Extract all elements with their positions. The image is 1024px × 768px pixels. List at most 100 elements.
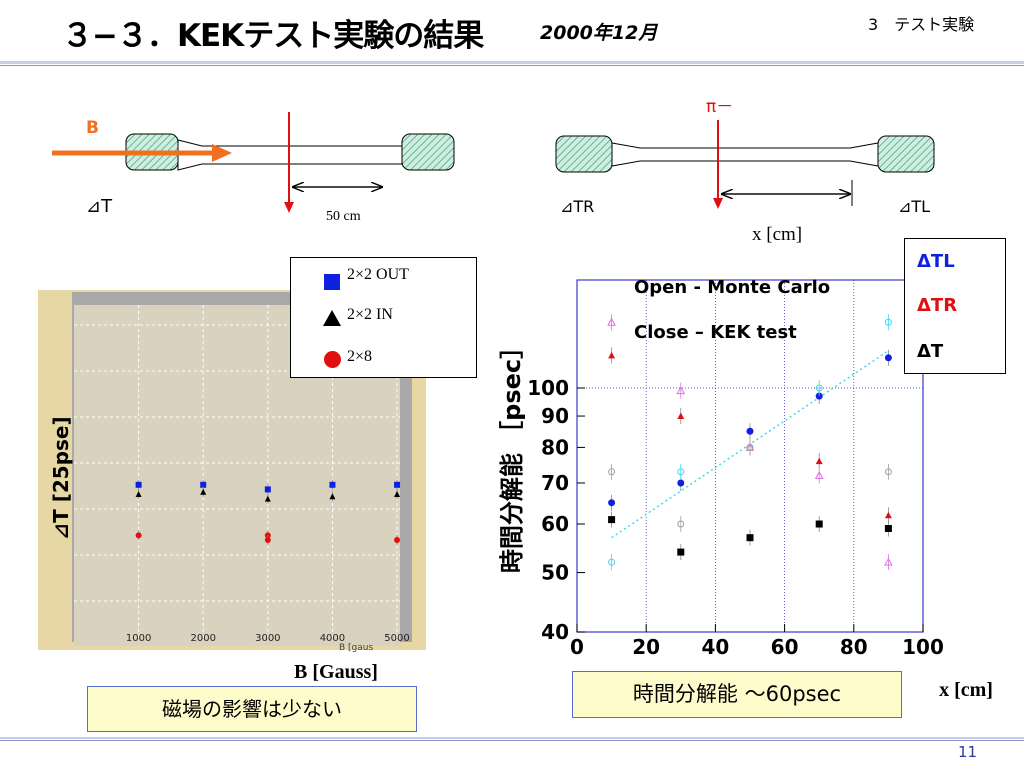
beam-label: B xyxy=(86,118,99,138)
right-chart-ticks: 0 20 40 60 80 100 40 50 60 70 80 90 100 xyxy=(527,376,944,659)
left-chart-point-in xyxy=(200,488,207,495)
right-chart-y-tick-label: 80 xyxy=(541,435,569,459)
left-chart-x-tick-label: 2000 xyxy=(190,633,215,644)
left-chart-point-out xyxy=(200,481,207,488)
header-rule xyxy=(0,61,1024,64)
left-chart-point-in xyxy=(394,491,401,497)
right-chart-point-tl xyxy=(815,392,823,400)
right-light-guide xyxy=(611,142,879,167)
right-chart-point-mc xyxy=(677,468,685,476)
left-chart-point-in xyxy=(264,495,271,502)
delta-l-label: ⊿TL xyxy=(898,197,930,216)
right-chart-point-mc xyxy=(746,443,754,451)
left-chart-point-out xyxy=(264,486,271,493)
left-delta-label: ⊿T xyxy=(86,196,113,217)
right-chart-point-tr xyxy=(677,412,685,420)
right-chart-point-mc xyxy=(677,520,685,528)
right-chart-point-t xyxy=(677,548,685,556)
left-chart-legend: 2×2 OUT 2×2 IN 2×8 xyxy=(290,257,477,378)
header-rule-accent xyxy=(0,65,1024,66)
legend-delta-tl: ΔTL xyxy=(917,251,955,272)
right-chart-point-mc-tr xyxy=(814,470,824,479)
footer-rule-accent xyxy=(0,740,1024,741)
legend-label-2x2-out: 2×2 OUT xyxy=(347,266,409,283)
left-chart-x-tick-label: 5000 xyxy=(384,633,409,644)
right-chart-y-tick-label: 50 xyxy=(541,561,569,585)
left-chart-x-tick-label: 3000 xyxy=(255,633,280,644)
right-chart-point-t xyxy=(746,534,754,542)
left-chart-x-unit: B [gaus xyxy=(339,643,373,653)
right-chart-point-t xyxy=(608,516,616,524)
right-chart-x-label: x [cm] xyxy=(939,679,993,701)
beam-arrow-head xyxy=(212,144,232,162)
legend-delta-tr: ΔTR xyxy=(917,295,958,316)
right-pmt-block xyxy=(401,133,455,171)
right-chart-trend-line xyxy=(611,350,889,539)
page-number: 11 xyxy=(958,743,978,761)
right-chart-x-tick-label: 100 xyxy=(902,635,944,659)
left-chart-x-label: B [Gauss] xyxy=(294,661,378,683)
right-chart-point-mc xyxy=(608,558,616,566)
summary-magnetic-effect: 磁場の影響は少ない xyxy=(87,686,417,732)
right-chart-y-tick-label: 60 xyxy=(541,512,569,536)
right-chart-y-tick-label: 100 xyxy=(527,376,569,400)
right-chart-x-tick-label: 60 xyxy=(771,635,799,659)
x-position-label: x [cm] xyxy=(752,224,802,245)
left-particle-arrowhead xyxy=(284,202,294,213)
right-chart-point-tr xyxy=(884,511,892,519)
legend-circle-marker xyxy=(324,351,341,368)
right-chart-y-tick-label: 70 xyxy=(541,471,569,495)
right-chart-legend: ΔTL ΔTR ΔT xyxy=(904,238,1006,374)
left-chart-points xyxy=(135,479,401,545)
right-chart-x-tick-label: 20 xyxy=(632,635,660,659)
slide-date: 2000年12月 xyxy=(540,22,658,44)
right-chart-x-tick-label: 40 xyxy=(701,635,729,659)
right-chart: 0 20 40 60 80 100 40 50 60 70 80 90 100 Open - Monte… xyxy=(498,277,993,701)
left-chart-point-2x8 xyxy=(135,532,142,539)
legend-triangle-marker xyxy=(323,310,341,326)
right-chart-annotation-open: Open - Monte Carlo xyxy=(634,277,830,298)
right-chart-annotation-close: Close – KEK test xyxy=(634,322,797,343)
delta-r-label: ⊿TR xyxy=(560,197,594,216)
slide-title: ３−３．KEKテスト実験の結果 xyxy=(62,18,484,54)
pion-label: π－ xyxy=(706,97,733,117)
right-diagram-right-pmt xyxy=(877,135,935,173)
legend-label-2x8: 2×8 xyxy=(347,348,373,365)
left-chart-point-out xyxy=(329,481,336,488)
right-chart-point-tl xyxy=(746,427,754,435)
right-particle-arrowhead xyxy=(713,198,723,209)
right-chart-point-mc xyxy=(608,468,616,476)
right-chart-y-tick-label: 40 xyxy=(541,620,569,644)
left-chart-point-out xyxy=(394,481,401,488)
left-chart-x-tick-label: 4000 xyxy=(320,633,345,644)
right-chart-point-mc xyxy=(815,384,823,392)
right-chart-point-mc xyxy=(884,468,892,476)
right-chart-y-tick-label: 90 xyxy=(541,404,569,428)
left-chart-point-2x8 xyxy=(394,537,401,543)
right-setup-diagram xyxy=(555,120,935,209)
right-chart-points xyxy=(607,314,893,571)
left-setup-diagram xyxy=(52,112,455,213)
right-chart-point-tl xyxy=(884,354,892,362)
right-chart-point-t xyxy=(884,524,892,532)
left-chart-point-out xyxy=(135,481,142,488)
distance-label: 50 cm xyxy=(326,209,361,224)
right-chart-point-mc-tr xyxy=(884,557,893,566)
left-chart-x-tick-label: 1000 xyxy=(126,633,151,644)
summary-time-resolution: 時間分解能 〜60psec xyxy=(572,671,902,718)
legend-square-marker xyxy=(324,274,340,290)
right-chart-x-tick-label: 0 xyxy=(570,635,584,659)
right-chart-point-mc-tr xyxy=(676,386,686,395)
left-chart-y-label: ⊿T [25pse] xyxy=(49,416,73,539)
right-chart-grid xyxy=(577,280,923,632)
right-chart-x-tick-label: 80 xyxy=(840,635,868,659)
footer-rule xyxy=(0,737,1024,739)
right-chart-point-mc xyxy=(884,318,892,326)
left-chart-point-in xyxy=(329,493,336,500)
right-chart-point-tr xyxy=(815,457,823,465)
legend-label-2x2-in: 2×2 IN xyxy=(347,306,393,323)
section-label: 3 テスト実験 xyxy=(868,15,975,34)
left-chart-point-in xyxy=(135,491,142,497)
right-chart-point-tl xyxy=(677,479,685,487)
